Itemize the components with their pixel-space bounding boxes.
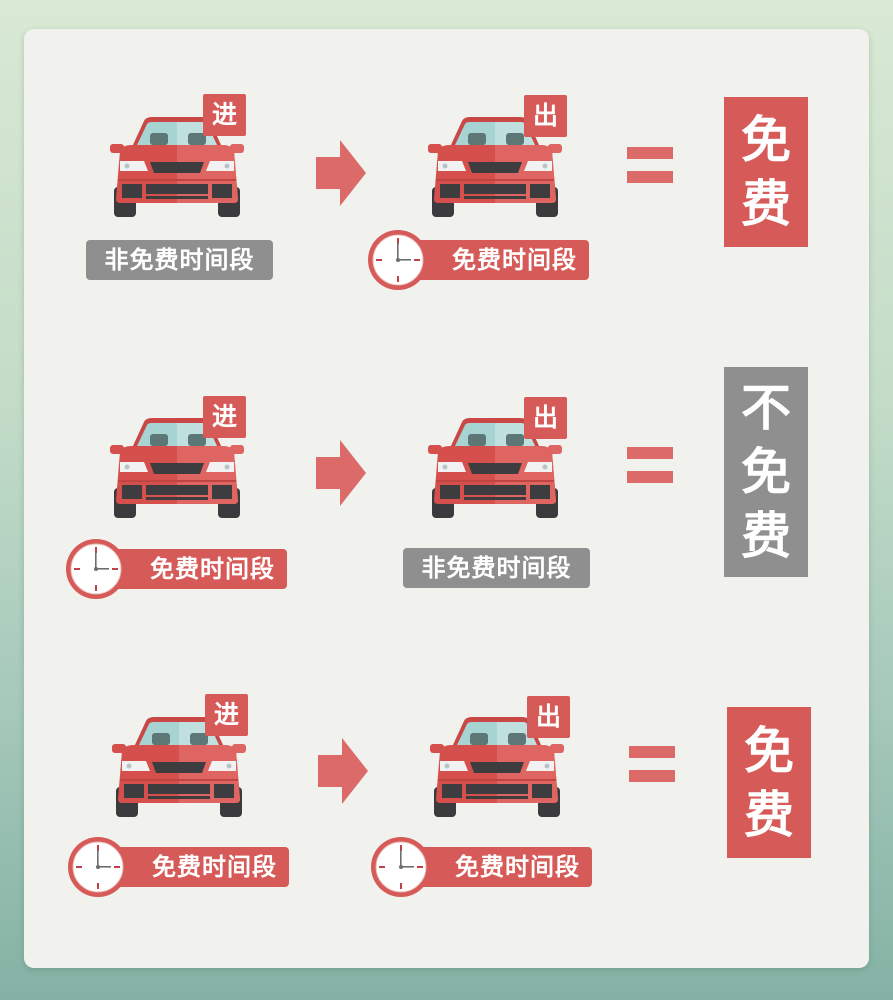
free-period-label: 免费时间段 [67,836,289,898]
result-char: 免 [741,111,791,169]
arrow-right-icon [316,440,366,506]
free-period-text: 免费时间段 [396,847,592,887]
free-period-label: 免费时间段 [65,538,287,600]
entry-badge: 进 [203,396,246,438]
entry-badge: 进 [205,694,248,736]
equals-icon [629,746,675,782]
arrow-right-icon [318,738,368,804]
free-period-label: 免费时间段 [370,836,592,898]
entry-badge: 进 [203,94,246,136]
free-period-label: 免费时间段 [367,229,589,291]
clock-icon [67,836,129,898]
result-free-badge: 免 费 [727,707,811,858]
result-char: 费 [741,507,791,565]
equals-icon [627,447,673,483]
exit-badge: 出 [524,397,567,439]
clock-icon [370,836,432,898]
result-char: 免 [744,721,794,780]
arrow-right-icon [316,140,366,206]
non-free-period-label: 非免费时间段 [86,240,273,280]
equals-icon [627,147,673,183]
non-free-period-label: 非免费时间段 [403,548,590,588]
result-char: 费 [744,785,794,844]
free-period-text: 免费时间段 [93,847,289,887]
result-char: 不 [741,379,791,437]
result-char: 免 [741,443,791,501]
exit-badge: 出 [527,696,570,738]
exit-badge: 出 [524,95,567,137]
result-not-free-badge: 不 免 费 [724,367,808,577]
result-char: 费 [741,175,791,233]
clock-icon [65,538,127,600]
clock-icon [367,229,429,291]
result-free-badge: 免 费 [724,97,808,247]
